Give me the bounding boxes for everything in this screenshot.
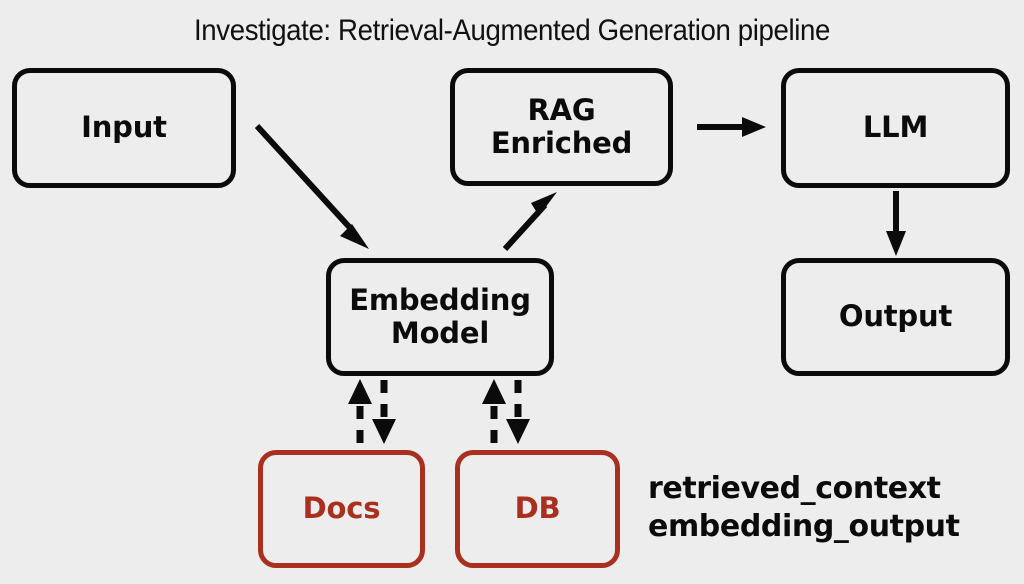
page-title: Investigate: Retrieval-Augmented Generat… (193, 14, 830, 47)
node-llm-label: LLM (862, 110, 929, 145)
edge-embedding-db-up (482, 379, 506, 443)
edge-embedding-docs-down (372, 380, 396, 444)
edge-llm-to-output (886, 191, 906, 256)
node-output-label: Output (838, 299, 953, 334)
edge-embedding-docs-up (348, 379, 372, 443)
edge-embedding-to-rag (502, 192, 557, 252)
node-embedding-model[interactable]: Embedding Model (326, 258, 554, 376)
node-rag-enriched[interactable]: RAG Enriched (450, 68, 673, 186)
node-rag-enriched-label: RAG Enriched (490, 92, 633, 160)
edge-input-to-embedding (254, 123, 369, 249)
node-input[interactable]: Input (12, 68, 236, 188)
node-output[interactable]: Output (781, 258, 1010, 376)
annotation-retrieved-context: retrieved_context (648, 471, 941, 506)
annotation-embedding-output: embedding_output (648, 508, 960, 544)
node-db[interactable]: DB (455, 450, 620, 568)
node-embedding-model-label: Embedding Model (349, 282, 531, 350)
edge-embedding-db-down (506, 380, 530, 444)
node-docs-label: Docs (302, 491, 381, 526)
node-docs[interactable]: Docs (258, 450, 425, 568)
annotation-list: retrieved_context embedding_output (648, 470, 1024, 545)
node-llm[interactable]: LLM (781, 68, 1010, 188)
node-input-label: Input (81, 110, 167, 145)
edge-rag-to-llm (697, 117, 766, 137)
node-db-label: DB (514, 491, 561, 526)
